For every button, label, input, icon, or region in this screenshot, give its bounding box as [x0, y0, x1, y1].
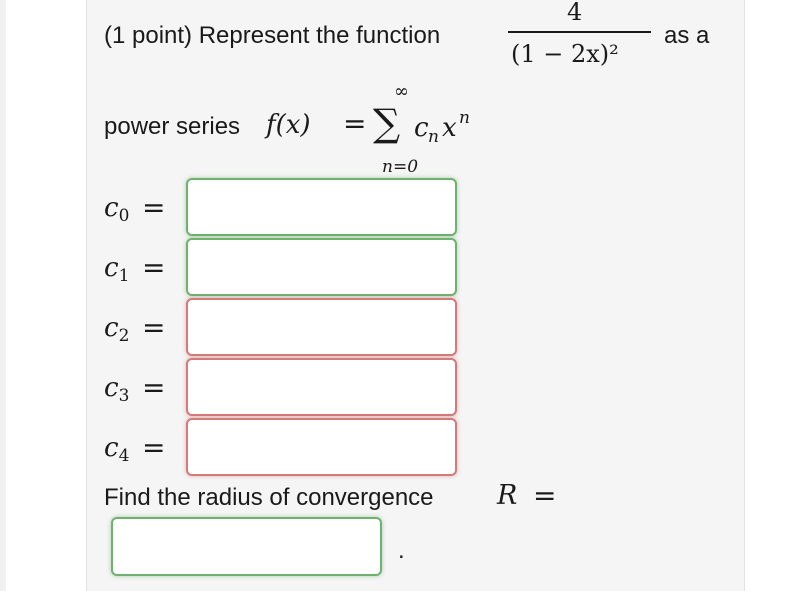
- c2-answer-input[interactable]: [186, 298, 457, 356]
- f-of-x: f(x): [266, 110, 311, 140]
- sum-lower-limit: n=0: [382, 157, 419, 177]
- sigma-symbol: ∑: [373, 101, 401, 145]
- power-series-label: power series: [104, 113, 241, 140]
- fraction-numerator: 4: [567, 0, 583, 26]
- coefficient-label-c4: c4: [104, 433, 130, 466]
- coefficient-label-c0: c0: [104, 193, 130, 226]
- as-a-text: as a: [664, 22, 710, 49]
- radius-trailing-period: .: [398, 537, 405, 564]
- coefficient-equals-c0: =: [142, 191, 166, 224]
- coefficient-equals-c3: =: [142, 371, 166, 404]
- left-margin-strip: [0, 0, 6, 591]
- coefficient-label-c2: c2: [104, 313, 130, 346]
- series-equals: =: [343, 107, 367, 140]
- coefficient-label-c3: c3: [104, 373, 130, 406]
- term-subscript-n: n: [428, 127, 439, 147]
- fraction-bar: [508, 31, 651, 33]
- term-exponent-n: n: [459, 108, 470, 128]
- coefficient-equals-c4: =: [142, 431, 166, 464]
- c0-answer-input[interactable]: [186, 178, 457, 236]
- c1-answer-input[interactable]: [186, 238, 457, 296]
- radius-equals: =: [533, 479, 557, 512]
- coefficient-label-c1: c1: [104, 253, 130, 286]
- c4-answer-input[interactable]: [186, 418, 457, 476]
- problem-intro-text: (1 point) Represent the function: [104, 22, 441, 49]
- radius-symbol: R: [497, 480, 518, 511]
- fraction-denominator: (1 − 2x)²: [511, 40, 619, 68]
- coefficient-equals-c2: =: [142, 311, 166, 344]
- sum-upper-limit: ∞: [394, 81, 409, 102]
- c3-answer-input[interactable]: [186, 358, 457, 416]
- coefficient-equals-c1: =: [142, 251, 166, 284]
- radius-answer-input[interactable]: [111, 517, 382, 576]
- term-x: x: [442, 113, 457, 143]
- radius-prompt-text: Find the radius of convergence: [104, 484, 434, 511]
- term-c: c: [414, 113, 429, 143]
